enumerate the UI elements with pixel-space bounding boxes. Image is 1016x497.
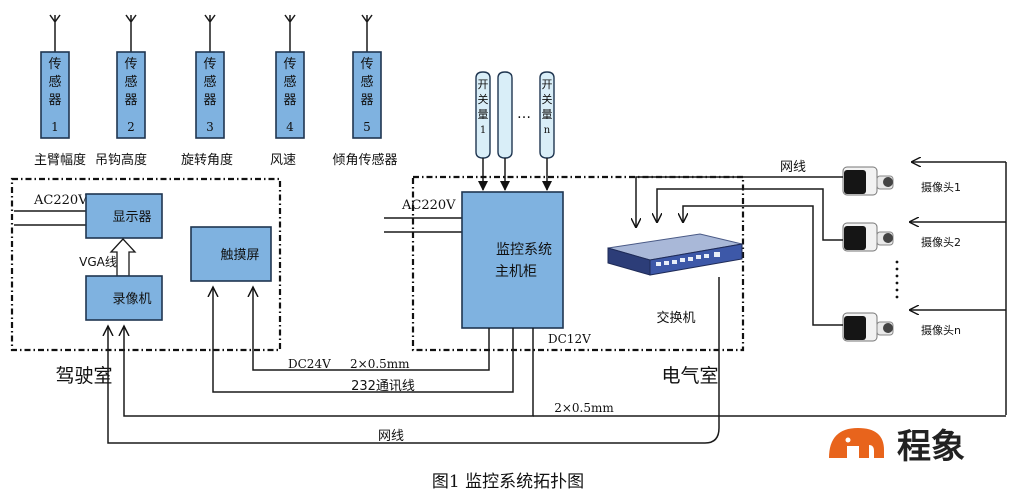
svg-text:器: 器 (124, 93, 137, 108)
dc24-label: DC24V (288, 357, 331, 371)
net-label-top: 网线 (780, 160, 806, 175)
svg-text:传: 传 (283, 57, 296, 72)
svg-text:关: 关 (542, 92, 553, 106)
elephant-logo-icon (829, 428, 884, 458)
sensor-4-caption: 风速 (270, 153, 296, 168)
sensor-group: 传 感 器 1 传 感 器 2 传 感 器 3 传 感 器 4 (34, 14, 398, 168)
rs232-label: 232通讯线 (351, 379, 415, 394)
host-cabinet-line2: 主机柜 (495, 264, 537, 280)
dc12-label: DC12V (548, 332, 591, 346)
svg-text:n: n (544, 125, 551, 136)
svg-text:器: 器 (283, 93, 296, 108)
svg-text:感: 感 (283, 74, 296, 90)
svg-text:开: 开 (542, 78, 553, 91)
switch-input-group: 开 关 量 1 开 关 量 n … (475, 71, 555, 191)
svg-text:传: 传 (203, 57, 216, 72)
camera-n-icon (842, 312, 894, 342)
net-label-bottom: 网线 (378, 429, 404, 444)
svg-text:感: 感 (124, 74, 137, 90)
svg-text:1: 1 (480, 125, 486, 136)
switch-label: 交换机 (656, 310, 695, 326)
sensor-3-caption: 旋转角度 (181, 152, 233, 168)
host-cabinet-line1: 监控系统 (496, 242, 552, 258)
logo-text: 程象 (897, 427, 965, 467)
camera-2-icon (842, 222, 894, 252)
svg-text:感: 感 (360, 74, 373, 90)
sensor-1: 传 感 器 1 (40, 14, 70, 139)
svg-text:传: 传 (124, 57, 137, 72)
svg-text:传: 传 (360, 57, 373, 72)
sensor-5: 传 感 器 5 (352, 14, 382, 139)
vga-arrow (109, 238, 137, 277)
svg-text:器: 器 (48, 93, 61, 108)
electrical-title: 电气室 (661, 365, 718, 387)
camera-2-label: 摄像头2 (921, 235, 961, 249)
svg-text:5: 5 (363, 120, 371, 134)
camera-n-label: 摄像头n (921, 323, 961, 337)
network-switch-icon (607, 233, 743, 276)
sensor-2-caption: 吊钩高度 (95, 152, 147, 168)
cable2-label: 2×0.5mm (554, 401, 614, 415)
touchscreen-label: 触摸屏 (220, 248, 259, 263)
svg-text:器: 器 (203, 93, 216, 108)
touchscreen-box (190, 226, 272, 282)
svg-text:4: 4 (286, 120, 294, 134)
svg-text:器: 器 (360, 93, 373, 108)
svg-text:传: 传 (48, 57, 61, 72)
svg-text:1: 1 (51, 120, 59, 134)
camera-ellipsis (895, 260, 899, 299)
svg-text:感: 感 (203, 74, 216, 90)
svg-text:3: 3 (206, 120, 214, 134)
display-label: 显示器 (112, 210, 151, 225)
sensor-5-caption: 倾角传感器 (332, 152, 397, 168)
cab-title: 驾驶室 (55, 365, 112, 387)
sensor-2: 传 感 器 2 (116, 14, 146, 139)
cable1-label: 2×0.5mm (350, 357, 410, 371)
vga-label: VGA线 (79, 255, 117, 269)
electrical-ac-label: AC220V (401, 198, 456, 213)
display-box (85, 193, 163, 239)
host-cabinet (461, 191, 564, 329)
switch-ellipsis: … (517, 106, 531, 122)
recorder-box (85, 275, 163, 321)
camera-1-icon (842, 166, 894, 196)
svg-text:量: 量 (542, 108, 553, 121)
electrical-region (411, 175, 745, 352)
cab-ac-label: AC220V (33, 193, 88, 208)
sensor-1-caption: 主臂幅度 (34, 152, 86, 168)
svg-text:量: 量 (478, 108, 489, 121)
svg-text:2: 2 (127, 120, 135, 134)
svg-text:关: 关 (478, 92, 489, 106)
recorder-label: 录像机 (112, 292, 151, 307)
svg-text:开: 开 (478, 78, 489, 91)
figure-caption: 图1 监控系统拓扑图 (432, 472, 584, 492)
camera-1-label: 摄像头1 (921, 180, 961, 194)
svg-text:感: 感 (48, 74, 61, 90)
cab-region (10, 177, 282, 352)
sensor-3: 传 感 器 3 (195, 14, 225, 139)
sensor-4: 传 感 器 4 (275, 14, 305, 139)
